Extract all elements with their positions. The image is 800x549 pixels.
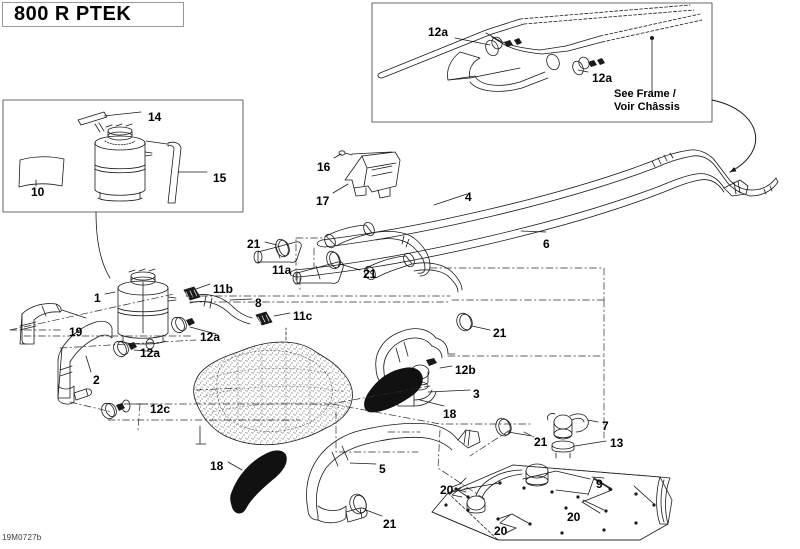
decal-part-10 (18, 156, 65, 188)
page-title: 800 R PTEK (14, 3, 132, 25)
molded-hose-part-18-lower (230, 450, 287, 514)
part-callout-9: 9 (596, 477, 603, 491)
see-frame-note-line1: See Frame / (614, 88, 676, 100)
part-callout-18: 18 (443, 407, 457, 421)
hose-part-5 (306, 422, 481, 524)
elbow-hose-part-19 (19, 303, 87, 345)
part-callout-21: 21 (493, 326, 507, 340)
ring-clamp-part-21-a (264, 238, 290, 258)
part-callout-18: 18 (210, 459, 224, 473)
inset-label-12a-1: 12a (428, 25, 449, 39)
reservoir-tank-detail (94, 123, 153, 202)
part-callout-11c: 11c (293, 309, 313, 323)
part-callout-8: 8 (255, 296, 262, 310)
part-callout-2: 2 (93, 373, 100, 387)
clamp-part-12a-left (113, 340, 159, 358)
model-title-box (2, 2, 184, 27)
rear-cooler-part-9 (431, 463, 673, 541)
connector-part-11a (253, 241, 302, 264)
part-callout-11a: 11a (272, 263, 292, 277)
part-callout-6: 6 (543, 237, 550, 251)
part-callout-12a: 12a (140, 346, 161, 360)
hose-junction-upper (324, 221, 431, 277)
part-callout-10: 10 (31, 185, 45, 199)
frame-reference-detail (377, 4, 703, 97)
part-callout-3: 3 (473, 387, 480, 401)
part-callout-11b: 11b (213, 282, 234, 296)
hose-part-2 (57, 320, 113, 405)
long-hose-part-4 (316, 149, 779, 248)
strap-part-14 (77, 111, 142, 133)
part-callout-4: 4 (465, 190, 472, 204)
part-callout-13: 13 (610, 436, 624, 450)
overflow-hose-part-15 (145, 140, 208, 204)
connector-part-11b (183, 283, 211, 301)
bypass-hose-part-8 (189, 294, 253, 325)
hose-junction-upper-2 (364, 252, 463, 293)
assembly-centerlines (9, 237, 605, 501)
reservoir-detail-box-frame (2, 99, 244, 213)
part-callout-19: 19 (69, 325, 83, 339)
part-callout-16: 16 (317, 160, 331, 174)
part-callout-12b: 12b (455, 363, 476, 377)
ring-clamp-part-21-e (349, 493, 383, 517)
bracket-part-17 (344, 151, 401, 199)
inset-label-12a-2: 12a (592, 71, 613, 85)
ring-clamp-part-21-d (495, 417, 533, 437)
drain-part-13 (551, 440, 607, 459)
part-callout-5: 5 (379, 462, 386, 476)
part-callout-15: 15 (213, 171, 227, 185)
see-frame-note-line2: Voir Châssis (614, 101, 680, 113)
clamp-part-12a-right (171, 316, 217, 335)
molded-hose-part-18-upper (364, 367, 423, 413)
part-callout-20: 20 (567, 510, 581, 524)
ring-clamp-part-21-b (326, 250, 361, 271)
screw-part-16 (333, 150, 393, 159)
engine-block (193, 327, 353, 446)
part-callout-12a: 12a (200, 330, 221, 344)
reservoir-part-1 (104, 268, 177, 345)
part-callout-21: 21 (383, 517, 397, 531)
frame-reference-arrow (711, 99, 757, 173)
drawing-code: 19M0727b (2, 533, 42, 542)
part-callout-20: 20 (440, 483, 454, 497)
ring-clamp-part-21-c (456, 312, 491, 332)
part-callout-7: 7 (602, 419, 609, 433)
part-callout-21: 21 (247, 237, 261, 251)
part-callout-21: 21 (534, 435, 548, 449)
part-callout-1: 1 (94, 291, 101, 305)
part-callout-21: 21 (363, 267, 377, 281)
part-callout-17: 17 (316, 194, 330, 208)
part-callout-14: 14 (148, 110, 162, 124)
part-callout-12c: 12c (150, 402, 171, 416)
clamp-part-12c (101, 399, 149, 420)
long-hose-part-6 (289, 173, 749, 278)
part-callout-20: 20 (494, 524, 508, 538)
fitting-part-7 (547, 413, 599, 440)
hose-part-3 (375, 328, 471, 407)
connector-part-11c (255, 311, 291, 326)
